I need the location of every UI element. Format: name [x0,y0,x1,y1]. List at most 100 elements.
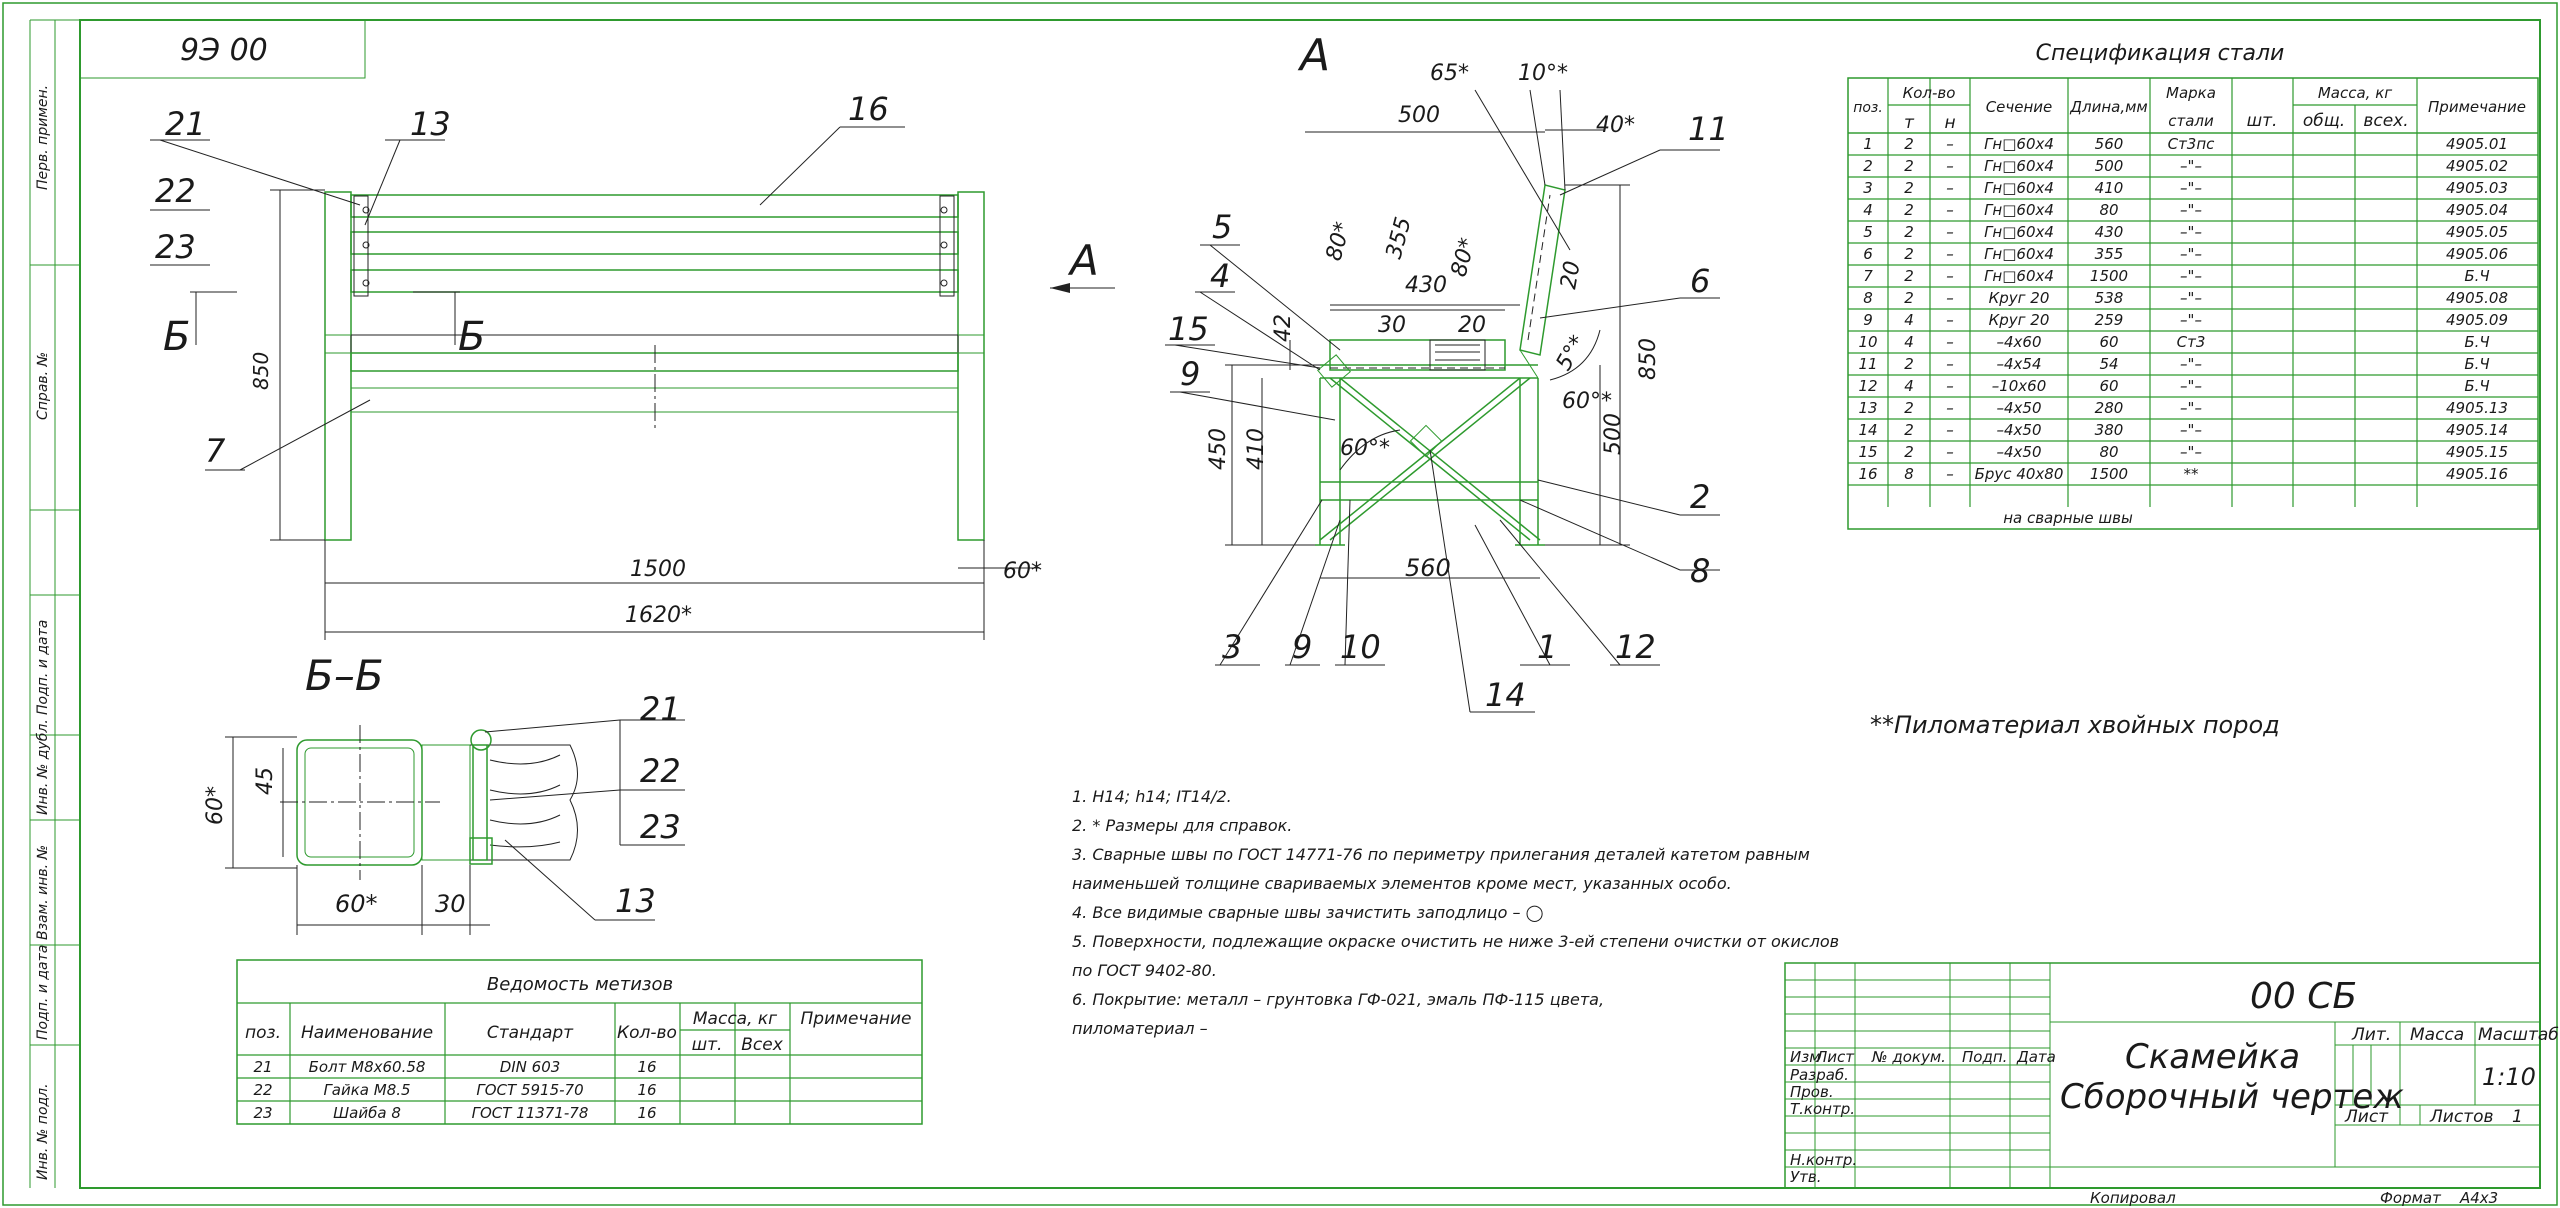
spec-header: т [1904,113,1915,133]
spec-cell: 2 [1904,223,1914,241]
hardware-header: Масса, кг [693,1009,777,1029]
tb-head: Изм [1790,1048,1821,1066]
note-line: 1. Н14; h14; IT14/2. [1072,787,1232,806]
spec-cell: 560 [2095,135,2124,153]
sidebar-label: Инв. № подл. [35,1083,51,1180]
hardware-cell: 16 [637,1058,656,1076]
dim-width-total: 1620* [625,603,692,628]
spec-cell: 4905.08 [2446,289,2508,307]
side-dim: 40* [1596,113,1635,138]
spec-cell: 54 [2099,355,2118,373]
spec-cell: –"– [2180,179,2202,197]
hardware-cell: 22 [253,1081,272,1099]
spec-cell: 538 [2095,289,2124,307]
sidebar-label: Перв. примен. [35,85,51,190]
side-callout-15: 15 [1168,310,1209,348]
tb-role: Разраб. [1790,1066,1849,1084]
note-line: 6. Покрытие: металл – грунтовка ГФ-021, … [1072,990,1604,1009]
title-block: 00 СБ Скамейка Сборочный чертеж Лит. Мас… [1784,962,2559,1207]
side-dim: 355 [1382,215,1417,262]
spec-cell: 355 [2095,245,2124,263]
note-line: 3. Сварные швы по ГОСТ 14771-76 по перим… [1072,845,1810,864]
sidebar-label: Справ. № [35,352,51,420]
spec-cell: 2 [1904,399,1914,417]
spec-cell: 4905.04 [2446,201,2508,219]
hardware-cell: 21 [253,1058,272,1076]
doc-code-box: 9Э 00 [79,19,366,79]
spec-cell: Гн□60х4 [1984,245,2054,263]
spec-cell: 4905.14 [2446,421,2508,439]
spec-header: всех. [2363,111,2408,131]
tb-role: Т.контр. [1790,1100,1855,1118]
spec-cell: Б.Ч [2464,377,2489,395]
spec-cell: –"– [2180,311,2202,329]
spec-cell: 5 [1863,223,1873,241]
tb-lit: Лит. [2351,1025,2391,1045]
tb-name2: Сборочный чертеж [2060,1077,2404,1117]
spec-cell: 2 [1904,355,1914,373]
spec-cell: 1500 [2090,267,2128,285]
spec-cell: –4х50 [1996,399,2041,417]
side-callout-10: 10 [1340,628,1381,666]
note-line: 4. Все видимые сварные швы зачистить зап… [1072,903,1544,922]
spec-cell: 11 [1858,355,1877,373]
spec-cell: 4905.13 [2446,399,2508,417]
sidebar-label: Подп. и дата [35,945,51,1040]
tb-sheet: Лист [2344,1107,2389,1127]
spec-cell: 8 [1863,289,1873,307]
hardware-cell: Болт М8х60.58 [309,1058,426,1076]
sidebar-label: Взам. инв. № [35,845,51,940]
view-arrow-label: А [1067,236,1099,285]
spec-header: стали [2168,112,2214,130]
spec-cell: – [1946,289,1954,307]
spec-cell: 4905.16 [2446,465,2508,483]
tb-copied: Копировал [2090,1189,2176,1207]
side-callout-14: 14 [1485,676,1526,714]
side-dim: 10°* [1518,61,1568,86]
spec-cell: 60 [2099,377,2118,395]
spec-cell: Гн□60х4 [1984,179,2054,197]
bb-callout-22: 22 [640,752,681,790]
callout-13: 13 [410,105,451,143]
side-dim: 5°* [1552,331,1592,375]
hardware-header: шт. [692,1035,723,1055]
side-dim: 850 [1636,338,1661,380]
spec-cell: –"– [2180,399,2202,417]
sidebar-label: Инв. № дубл. [35,719,51,815]
dim-height: 850 [249,352,273,390]
lumber-note: **Пиломатериал хвойных пород [1870,711,2280,739]
tb-head: Подп. [1962,1048,2007,1066]
spec-cell: 80 [2099,201,2118,219]
spec-cell: 80 [2099,443,2118,461]
side-callout-9b: 9 [1292,628,1312,666]
spec-cell: ** [2184,465,2200,483]
spec-cell: 4905.03 [2446,179,2508,197]
spec-cell: Б.Ч [2464,333,2489,351]
spec-cell: 6 [1863,245,1873,263]
side-view: А 500 65* 10°* [1165,30,1729,714]
spec-cell: Брус 40х80 [1975,465,2064,483]
section-bb-title: Б–Б [305,651,384,700]
spec-cell: 1500 [2090,465,2128,483]
spec-cell: 15 [1858,443,1877,461]
spec-cell: 14 [1858,421,1877,439]
spec-cell: 10 [1858,333,1877,351]
spec-cell: Ст3пс [2168,135,2216,153]
tb-sheets-val: 1 [2512,1107,2523,1127]
section-mark-right: Б [458,314,485,360]
side-callout-6: 6 [1690,262,1710,300]
hardware-cell: Шайба 8 [333,1104,401,1122]
spec-cell: – [1946,355,1954,373]
hardware-cell: 16 [637,1104,656,1122]
spec-cell: 13 [1858,399,1877,417]
spec-cell: – [1946,399,1954,417]
inner-frame [79,19,2541,1189]
spec-header: шт. [2247,111,2278,131]
spec-cell: –"– [2180,377,2202,395]
spec-header: поз. [1853,100,1883,116]
side-callout-2: 2 [1690,478,1710,516]
spec-header: н [1944,113,1955,133]
spec-cell: 4 [1904,377,1914,395]
tb-head: Лист [1815,1048,1855,1066]
side-dim: 30 [1378,313,1406,338]
